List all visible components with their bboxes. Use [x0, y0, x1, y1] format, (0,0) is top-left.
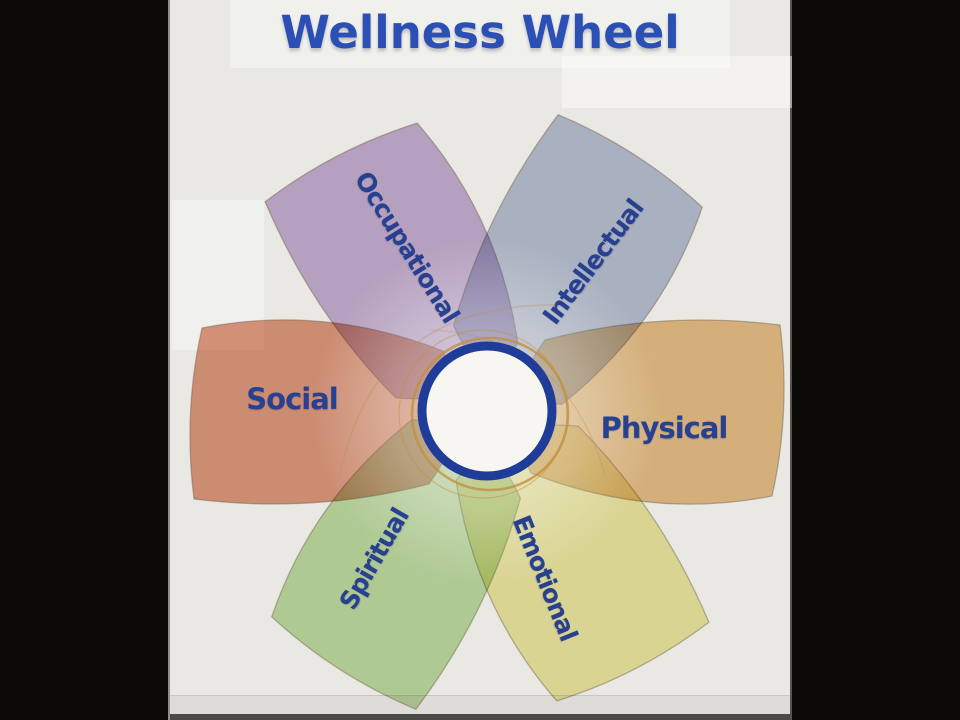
label-physical: Physical [600, 411, 729, 445]
bottom-band [170, 695, 790, 714]
accent-ring-outer [410, 336, 570, 492]
accent-ring-sketch [398, 329, 568, 499]
label-social: Social [246, 382, 338, 416]
center-rings [398, 329, 570, 499]
hub-circle [417, 341, 557, 481]
sketch-line [339, 304, 566, 476]
page-title: Wellness Wheel [280, 6, 680, 59]
bottom-band-shadow [170, 714, 790, 720]
